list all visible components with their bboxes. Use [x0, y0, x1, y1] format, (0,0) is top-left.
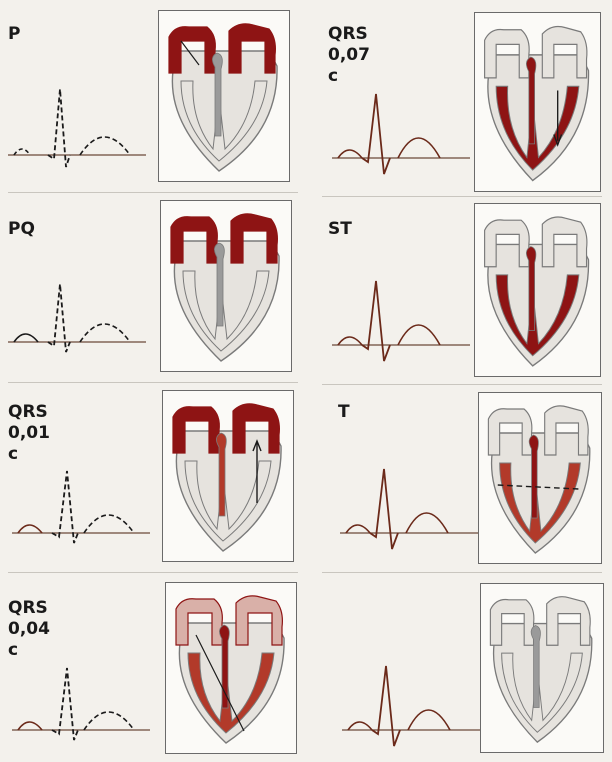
p-wave: [338, 337, 362, 345]
t-wave: [406, 513, 448, 533]
heart-svg: [161, 201, 291, 371]
qrs-complex: [362, 94, 390, 174]
heart-diagram: [162, 390, 294, 562]
divider: [8, 382, 298, 383]
panel-label: QRS 0,07 c: [328, 24, 370, 87]
heart-svg: [166, 583, 296, 753]
ecg-trace: [12, 660, 152, 750]
ecg-trace: [342, 660, 482, 750]
t-wave: [84, 712, 134, 730]
heart-diagram: [474, 203, 601, 377]
panel-label: QRS 0,01 c: [8, 402, 50, 465]
t-wave: [84, 515, 134, 533]
divider: [322, 572, 602, 573]
heart-svg: [163, 391, 293, 561]
panel-label: T: [338, 402, 350, 423]
heart-svg: [475, 13, 600, 191]
ecg-trace: [12, 463, 152, 553]
ecg-trace: [340, 463, 480, 553]
qrs-complex: [370, 469, 398, 549]
panel-label: PQ: [8, 219, 35, 240]
t-wave: [80, 324, 130, 342]
p-wave: [338, 150, 362, 158]
p-wave: [14, 149, 30, 155]
qrs-complex: [372, 666, 400, 746]
qrs-complex: [52, 471, 78, 543]
ecg-trace: [332, 275, 472, 365]
p-wave: [18, 525, 42, 533]
heart-svg: [159, 11, 289, 181]
heart-diagram: [160, 200, 292, 372]
heart-diagram: [478, 392, 602, 564]
heart-svg: [481, 584, 603, 752]
p-wave: [346, 525, 370, 533]
heart-diagram: [165, 582, 297, 754]
panel-label: QRS 0,04 c: [8, 598, 50, 661]
divider: [322, 384, 602, 385]
t-wave: [398, 325, 440, 345]
p-wave: [348, 722, 372, 730]
qrs-complex: [52, 668, 78, 740]
heart-diagram: [474, 12, 601, 192]
t-wave: [80, 137, 130, 155]
divider: [322, 196, 602, 197]
panel-label: P: [8, 24, 20, 45]
divider: [8, 572, 298, 573]
t-wave: [408, 710, 450, 730]
heart-svg: [475, 204, 600, 376]
heart-svg: [479, 393, 601, 563]
divider: [8, 192, 298, 193]
panel-label: ST: [328, 219, 352, 240]
heart-diagram: [158, 10, 290, 182]
t-wave: [398, 138, 440, 158]
ecg-trace: [8, 272, 148, 362]
ecg-trace: [8, 85, 148, 175]
heart-diagram: [480, 583, 604, 753]
ecg-trace: [332, 88, 472, 178]
p-wave: [18, 722, 42, 730]
p-wave: [14, 334, 38, 342]
qrs-complex: [362, 281, 390, 361]
